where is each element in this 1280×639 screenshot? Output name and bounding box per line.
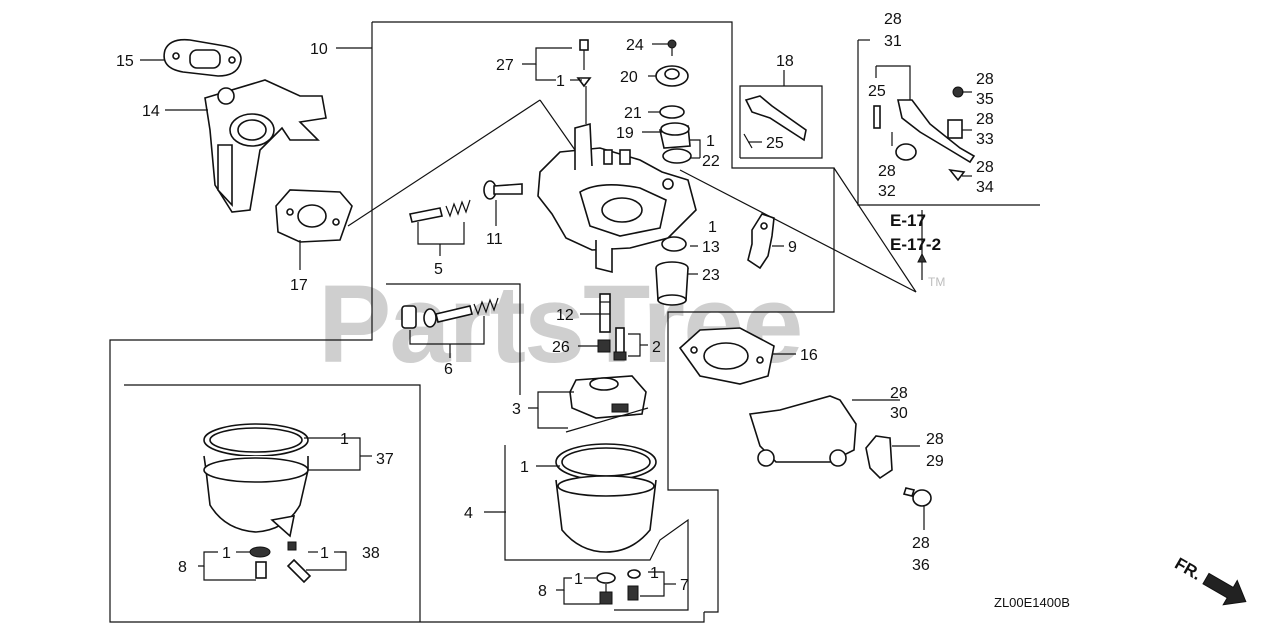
callout-23: 23 [702, 267, 720, 284]
callout-28-32b: 32 [878, 183, 896, 200]
jet-part-26 [597, 327, 627, 361]
callout-6: 6 [444, 361, 453, 378]
callout-28-36b: 36 [912, 557, 930, 574]
bolt-part-8a [249, 546, 271, 579]
gasket-part-16 [678, 327, 775, 385]
callout-1-38: 1 [320, 545, 329, 562]
gasket-part-15 [163, 38, 242, 77]
ring-part-21 [659, 105, 685, 119]
callout-1-4: 1 [520, 459, 529, 476]
screw-part-24 [667, 39, 677, 56]
o-ring-part-13 [661, 236, 687, 252]
valve-part-19 [659, 122, 691, 149]
callout-28-35a: 28 [976, 71, 994, 88]
float-chamber-part-37 [203, 423, 309, 538]
diagram-code: ZL00E1400B [994, 595, 1070, 610]
callout-28-31a: 28 [884, 11, 902, 28]
bracket-part-31 [873, 86, 976, 182]
callout-28-33b: 33 [976, 131, 994, 148]
callout-8a: 8 [178, 559, 187, 576]
bolt-part-8b [596, 572, 616, 605]
lever-part-9 [747, 213, 775, 270]
front-direction-indicator: FR. [1172, 554, 1247, 606]
callout-10: 10 [310, 41, 328, 58]
callout-28-34a: 28 [976, 159, 994, 176]
drain-screw-part-7 [627, 569, 641, 601]
callout-1-19: 1 [706, 133, 715, 150]
pilot-screw-part-5 [409, 199, 471, 223]
callout-22: 22 [702, 153, 720, 170]
float-part-3 [565, 375, 649, 433]
callout-3: 3 [512, 401, 521, 418]
callout-17: 17 [290, 277, 308, 294]
callout-8b: 8 [538, 583, 547, 600]
jet-holder-part-23 [655, 261, 689, 306]
callout-1-8b: 1 [574, 571, 583, 588]
callout-13: 13 [702, 239, 720, 256]
idle-screw-part-6 [401, 297, 499, 329]
callout-14: 14 [142, 103, 160, 120]
callout-1-13: 1 [708, 219, 717, 236]
callout-1-37: 1 [340, 431, 349, 448]
callout-labels: 15 14 17 10 27 1 24 20 21 19 1 22 18 25 … [116, 11, 994, 600]
callout-28-29a: 28 [926, 431, 944, 448]
gasket-part-17 [275, 189, 353, 243]
callout-24: 24 [626, 37, 644, 54]
callout-28-36a: 28 [912, 535, 930, 552]
callout-28-35b: 35 [976, 91, 994, 108]
ref-e17-2: E-17-2 [890, 235, 941, 254]
ref-e17: E-17 [890, 211, 926, 230]
carburetor-body [537, 122, 697, 274]
callout-4: 4 [464, 505, 473, 522]
callout-19: 19 [616, 125, 634, 142]
callout-11: 11 [486, 231, 503, 248]
callout-2: 2 [652, 339, 661, 356]
screw-part-27 [576, 39, 592, 88]
callout-5: 5 [434, 261, 443, 278]
bracket-part-30 [748, 395, 857, 467]
callout-37: 37 [376, 451, 394, 468]
callout-25b: 25 [868, 83, 886, 100]
callout-26: 26 [552, 339, 570, 356]
callout-12: 12 [556, 307, 574, 324]
callout-38: 38 [362, 545, 380, 562]
callout-1-27: 1 [556, 73, 565, 90]
arrow-up-icon [917, 252, 927, 263]
callout-28-30b: 30 [890, 405, 908, 422]
air-guide-part-14 [204, 79, 327, 213]
direction-label: FR. [1172, 554, 1205, 584]
callout-20: 20 [620, 69, 638, 86]
callout-16: 16 [800, 347, 818, 364]
callout-9: 9 [788, 239, 797, 256]
callout-15: 15 [116, 53, 134, 70]
callout-28-32a: 28 [878, 163, 896, 180]
callout-7: 7 [680, 577, 689, 594]
callout-1-7: 1 [650, 565, 659, 582]
cap-part-20 [655, 65, 689, 87]
clamp-part-29 [865, 435, 893, 480]
callout-28-31b: 31 [884, 33, 902, 50]
callout-28-33a: 28 [976, 111, 994, 128]
leader-lines [140, 43, 972, 605]
callout-25a: 25 [766, 135, 784, 152]
arrow-right-icon [1202, 572, 1247, 606]
float-chamber-part-4 [555, 443, 657, 553]
screw-part-11 [483, 180, 523, 200]
callout-21: 21 [624, 105, 642, 122]
callout-18: 18 [776, 53, 794, 70]
callout-28-29b: 29 [926, 453, 944, 470]
drain-screw-part-38 [286, 541, 312, 584]
bolt-part-36 [902, 487, 932, 507]
callout-1-8a: 1 [222, 545, 231, 562]
callout-27: 27 [496, 57, 514, 74]
callout-28-34b: 34 [976, 179, 994, 196]
callout-28-30a: 28 [890, 385, 908, 402]
tube-part-12 [599, 293, 611, 333]
watermark-tm: TM [928, 275, 945, 289]
choke-lever-part-18 [743, 95, 807, 149]
washer-part-22 [662, 148, 692, 164]
